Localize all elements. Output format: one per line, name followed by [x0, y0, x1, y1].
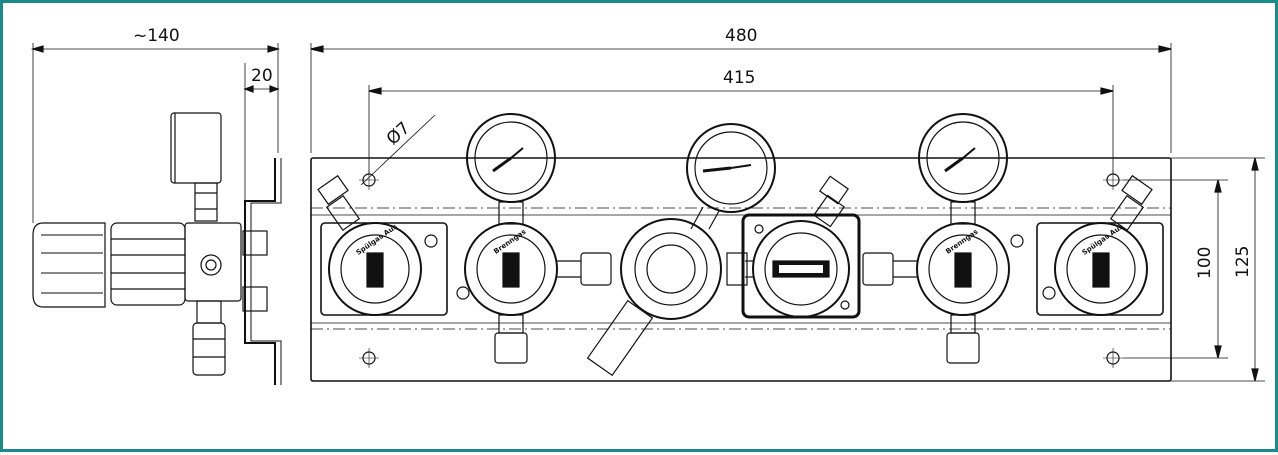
- mounting-plate: [310, 157, 1172, 382]
- gauge-left: [466, 113, 556, 225]
- dim-side-depth: ~140: [133, 26, 180, 46]
- knob-right-outer: AUF Spülgas Aus: [1054, 222, 1148, 316]
- dim-hole-diameter: Ø7: [383, 118, 414, 149]
- svg-text:AUF: AUF: [959, 256, 969, 276]
- knob-label-right-inner: Brenngas: [944, 228, 979, 256]
- dim-side-offset: 20: [251, 66, 273, 86]
- side-view: ~140 20: [30, 26, 282, 385]
- knob-right-inner: AUF Brenngas: [916, 222, 1010, 316]
- knob-label-left-inner: Brenngas: [492, 228, 527, 256]
- knob-left-outer: AUF Spülgas Aus: [328, 222, 422, 316]
- svg-text:AUF: AUF: [507, 256, 517, 276]
- svg-text:AUF: AUF: [1097, 256, 1107, 276]
- technical-drawing: ~140 20: [30, 26, 1265, 385]
- front-view: 480 415 Ø7 100: [310, 26, 1265, 382]
- dim-plate-height: 125: [1233, 246, 1253, 278]
- dim-overall-width: 480: [725, 26, 757, 46]
- dim-hole-spacing: 415: [723, 68, 755, 88]
- mounting-holes: [359, 170, 1123, 368]
- dim-hole-vertical: 100: [1195, 247, 1215, 279]
- regulator-center: [580, 218, 748, 377]
- regulator-right: [752, 220, 894, 318]
- svg-text:AUF: AUF: [371, 256, 381, 276]
- gauge-right: [918, 113, 1008, 225]
- knob-left-inner: AUF Brenngas: [464, 222, 558, 316]
- gauge-center: [686, 123, 776, 230]
